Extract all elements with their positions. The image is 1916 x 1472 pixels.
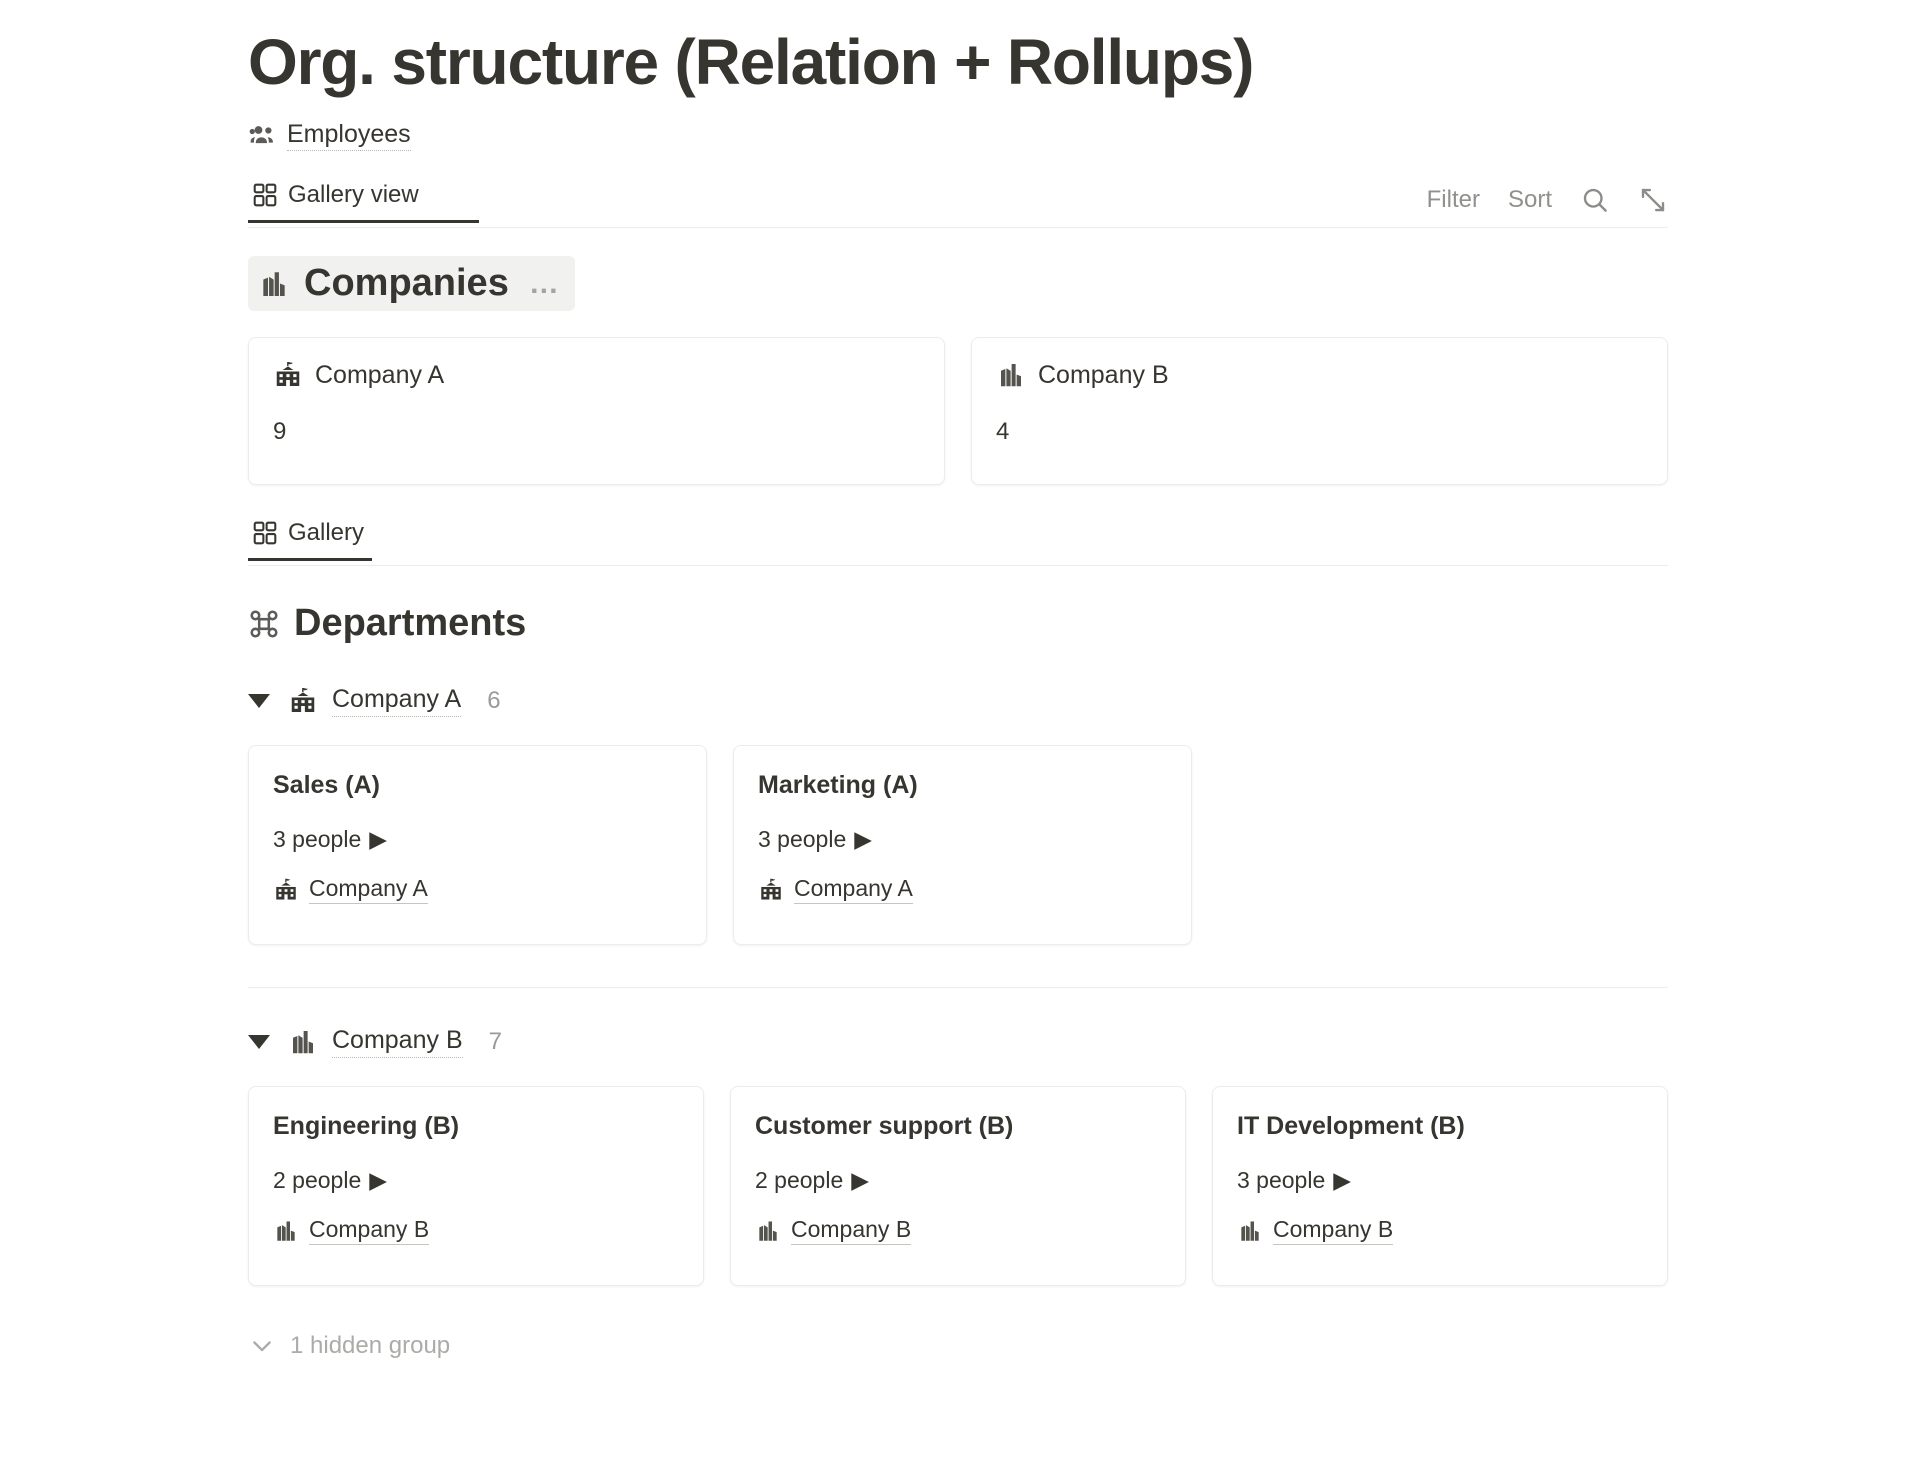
page-content: Org. structure (Relation + Rollups) Empl… (248, 0, 1668, 1360)
factory-building-icon (996, 360, 1026, 390)
command-icon (248, 608, 280, 640)
department-card-title: IT Development (B) (1237, 1112, 1465, 1141)
search-icon[interactable] (1580, 185, 1610, 215)
company-card[interactable]: Company B 4 (971, 337, 1668, 486)
view-actions: Filter Sort (1427, 185, 1668, 227)
tab-gallery-label: Gallery (288, 519, 365, 547)
departments-card-grid: Engineering (B) 2 people ▶ (248, 1086, 1668, 1287)
company-card-count: 9 (273, 418, 287, 446)
school-building-icon (758, 877, 784, 903)
department-card-relation[interactable]: Company A (273, 875, 428, 905)
school-building-icon (288, 686, 318, 716)
factory-building-icon (755, 1218, 781, 1244)
section-heading-departments[interactable]: Departments (248, 596, 540, 651)
department-card-people-label: 2 people (273, 1167, 362, 1194)
gallery-grid-icon (252, 182, 278, 208)
departments-card-grid: Sales (A) 3 people ▶ (248, 745, 1668, 946)
company-card-name: Company A (315, 360, 445, 389)
department-card-title: Engineering (B) (273, 1112, 460, 1141)
tab-gallery[interactable]: Gallery (248, 519, 373, 561)
group-divider (248, 987, 1668, 989)
department-card[interactable]: Sales (A) 3 people ▶ (248, 745, 707, 946)
department-card-people[interactable]: 2 people ▶ (755, 1167, 1161, 1194)
expand-diagonal-icon[interactable] (1638, 185, 1668, 215)
department-card-people-label: 3 people (1237, 1167, 1326, 1194)
department-card[interactable]: IT Development (B) 3 people ▶ (1212, 1086, 1668, 1287)
company-card-title-row: Company A (273, 360, 920, 390)
view-toolbar: Gallery view Filter Sort (248, 175, 1668, 229)
hidden-group-label: 1 hidden group (290, 1332, 451, 1360)
department-card-relation-label: Company B (1273, 1216, 1394, 1246)
people-group-icon (248, 120, 278, 150)
gallery-grid-icon (252, 520, 278, 546)
hidden-group-toggle[interactable]: 1 hidden group (248, 1332, 1668, 1360)
gallery-view-tabs: Gallery (248, 513, 373, 565)
view-tabs: Gallery view (248, 175, 479, 227)
school-building-icon (273, 360, 303, 390)
department-card-people-label: 3 people (758, 826, 847, 853)
department-card-relation-label: Company A (309, 875, 428, 905)
department-card-people[interactable]: 2 people ▶ (273, 1167, 679, 1194)
factory-building-icon (288, 1027, 318, 1057)
play-triangle-icon: ▶ (1333, 1167, 1351, 1194)
factory-building-icon (258, 268, 290, 300)
department-card-relation[interactable]: Company B (755, 1216, 912, 1246)
department-card-people-label: 3 people (273, 826, 362, 853)
group-name: Company A (332, 685, 462, 718)
department-card[interactable]: Marketing (A) 3 people ▶ (733, 745, 1192, 946)
company-card[interactable]: Company A 9 (248, 337, 945, 486)
play-triangle-icon: ▶ (854, 826, 872, 853)
section-title-departments: Departments (294, 602, 527, 645)
department-card-title: Marketing (A) (758, 771, 918, 800)
department-card[interactable]: Customer support (B) 2 people ▶ (730, 1086, 1186, 1287)
department-card-relation[interactable]: Company B (1237, 1216, 1394, 1246)
group-collapse-caret-icon[interactable] (248, 1035, 270, 1050)
gallery-view-toolbar: Gallery (248, 513, 1668, 567)
source-database-link[interactable]: Employees (248, 120, 411, 152)
group-count: 6 (487, 687, 501, 715)
sort-button[interactable]: Sort (1507, 186, 1552, 214)
play-triangle-icon: ▶ (851, 1167, 869, 1194)
department-card-title: Sales (A) (273, 771, 380, 800)
school-building-icon (273, 877, 299, 903)
section-title-companies: Companies (304, 262, 509, 305)
department-card-relation[interactable]: Company A (758, 875, 913, 905)
companies-card-grid: Company A 9 C (248, 337, 1668, 486)
section-menu-icon[interactable]: … (528, 266, 561, 300)
filter-button[interactable]: Filter (1426, 186, 1480, 214)
department-card-people[interactable]: 3 people ▶ (758, 826, 1167, 853)
company-card-name: Company B (1038, 360, 1169, 389)
play-triangle-icon: ▶ (369, 1167, 387, 1194)
department-card-people-label: 2 people (755, 1167, 844, 1194)
department-card-people[interactable]: 3 people ▶ (273, 826, 682, 853)
group-header[interactable]: Company B 7 (248, 1026, 1668, 1059)
department-card-relation-label: Company B (309, 1216, 430, 1246)
department-card-title: Customer support (B) (755, 1112, 1014, 1141)
source-database-label: Employees (287, 120, 411, 152)
department-card-people[interactable]: 3 people ▶ (1237, 1167, 1643, 1194)
department-card-relation[interactable]: Company B (273, 1216, 430, 1246)
company-card-count: 4 (996, 418, 1010, 446)
group-collapse-caret-icon[interactable] (248, 694, 270, 709)
page-title: Org. structure (Relation + Rollups) (248, 26, 1254, 98)
tab-gallery-view[interactable]: Gallery view (248, 181, 479, 223)
chevron-down-icon (248, 1332, 276, 1360)
department-card-relation-label: Company B (791, 1216, 912, 1246)
group-name: Company B (332, 1026, 463, 1059)
section-heading-companies[interactable]: Companies … (248, 256, 575, 312)
department-card-relation-label: Company A (794, 875, 913, 905)
group-header[interactable]: Company A 6 (248, 685, 1668, 718)
factory-building-icon (1237, 1218, 1263, 1244)
department-card[interactable]: Engineering (B) 2 people ▶ (248, 1086, 704, 1287)
factory-building-icon (273, 1218, 299, 1244)
play-triangle-icon: ▶ (369, 826, 387, 853)
company-card-title-row: Company B (996, 360, 1643, 390)
tab-gallery-view-label: Gallery view (288, 181, 419, 209)
group-count: 7 (488, 1028, 502, 1056)
